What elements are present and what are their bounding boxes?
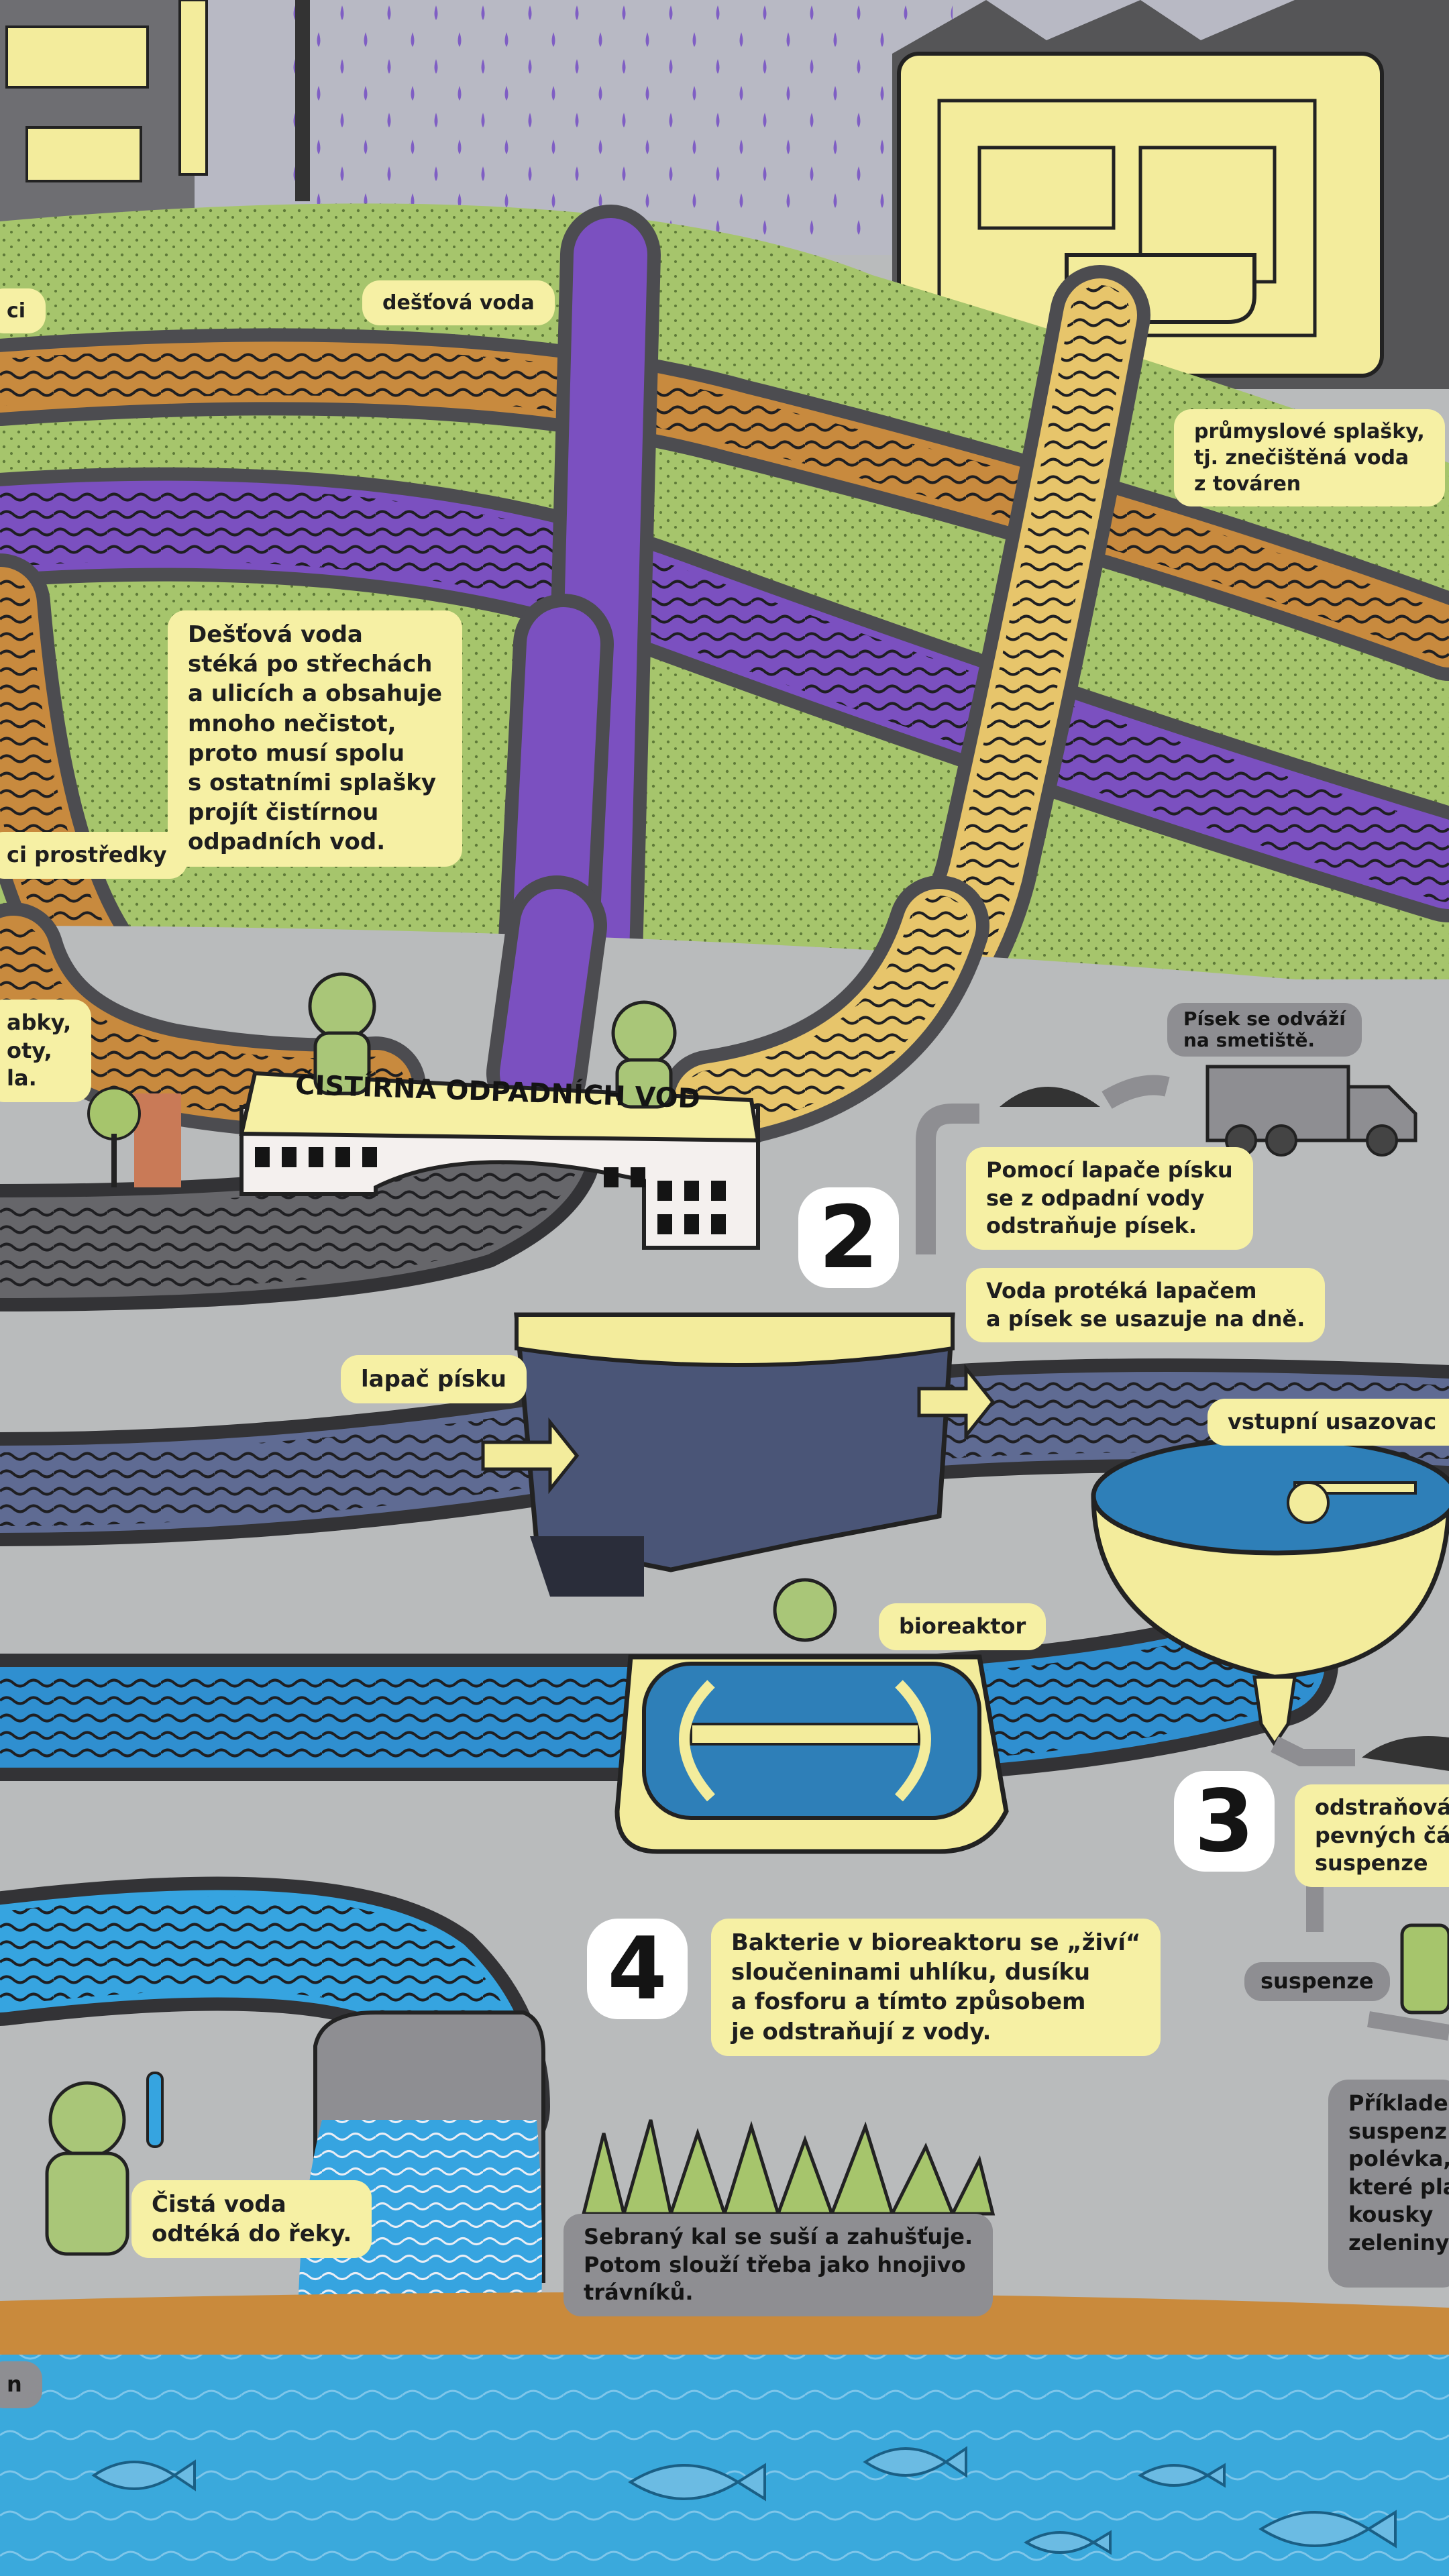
street-lamp xyxy=(295,0,310,201)
label-grit-chamber: lapač písku xyxy=(341,1355,527,1404)
label-fragment-left-bottom: n xyxy=(0,2361,42,2408)
label-suspension: suspenze xyxy=(1244,1962,1390,2001)
label-industrial-sewage: průmyslové splašky, tj. znečištěná voda … xyxy=(1174,409,1445,506)
label-rain-info: Dešťová voda stéká po střechách a ulicíc… xyxy=(168,610,463,867)
soil-strip xyxy=(0,2292,1449,2361)
label-fragment-cleaning: ci prostředky xyxy=(0,832,187,879)
suspension-example-box xyxy=(1328,2080,1449,2288)
fish xyxy=(91,2446,1397,2555)
garbage-truck xyxy=(1205,1065,1417,1157)
label-fragment-left-mid: abky, oty, la. xyxy=(0,1000,92,1102)
label-sand-dump: Písek se odváží na smetiště. xyxy=(1167,1003,1362,1057)
label-clean-water: Čistá voda odtéká do řeky. xyxy=(131,2180,372,2259)
sand-pile xyxy=(1000,1087,1100,1107)
scientist xyxy=(45,2072,164,2256)
bioreactor xyxy=(614,1578,1009,1854)
label-grit-info-1: Pomocí lapače písku se z odpadní vody od… xyxy=(966,1147,1253,1250)
label-rain-water: dešťová voda xyxy=(362,280,555,325)
treatment-plant-building xyxy=(87,972,761,1250)
label-sludge-info: Sebraný kal se suší a zahušťuje. Potom s… xyxy=(564,2214,994,2316)
primary-settling-tank xyxy=(1091,1436,1449,1748)
label-bacteria-info: Bakterie v bioreaktoru se „živí“ sloučen… xyxy=(711,1919,1161,2056)
label-suspension-example: Příklade suspenz polévka, které pla kous… xyxy=(1348,2090,1449,2255)
rain-area xyxy=(282,0,953,241)
label-grit-info-2: Voda protéká lapačem a písek se usazuje … xyxy=(966,1268,1326,1343)
step-number-3: 3 xyxy=(1174,1771,1275,1872)
label-primary-settler: vstupní usazovac xyxy=(1208,1399,1449,1446)
label-solids-removal: odstraňová pevných čá suspenze xyxy=(1295,1784,1449,1887)
grit-chamber xyxy=(481,1312,996,1597)
downpipe xyxy=(178,0,208,176)
label-fragment-left-top: ci xyxy=(0,288,46,333)
step-number-4: 4 xyxy=(587,1919,688,2019)
soup-cup xyxy=(1400,1923,1449,2015)
label-bioreactor: bioreaktor xyxy=(879,1603,1046,1650)
step-number-2: 2 xyxy=(798,1187,899,1288)
grass-tuft xyxy=(581,2119,996,2220)
